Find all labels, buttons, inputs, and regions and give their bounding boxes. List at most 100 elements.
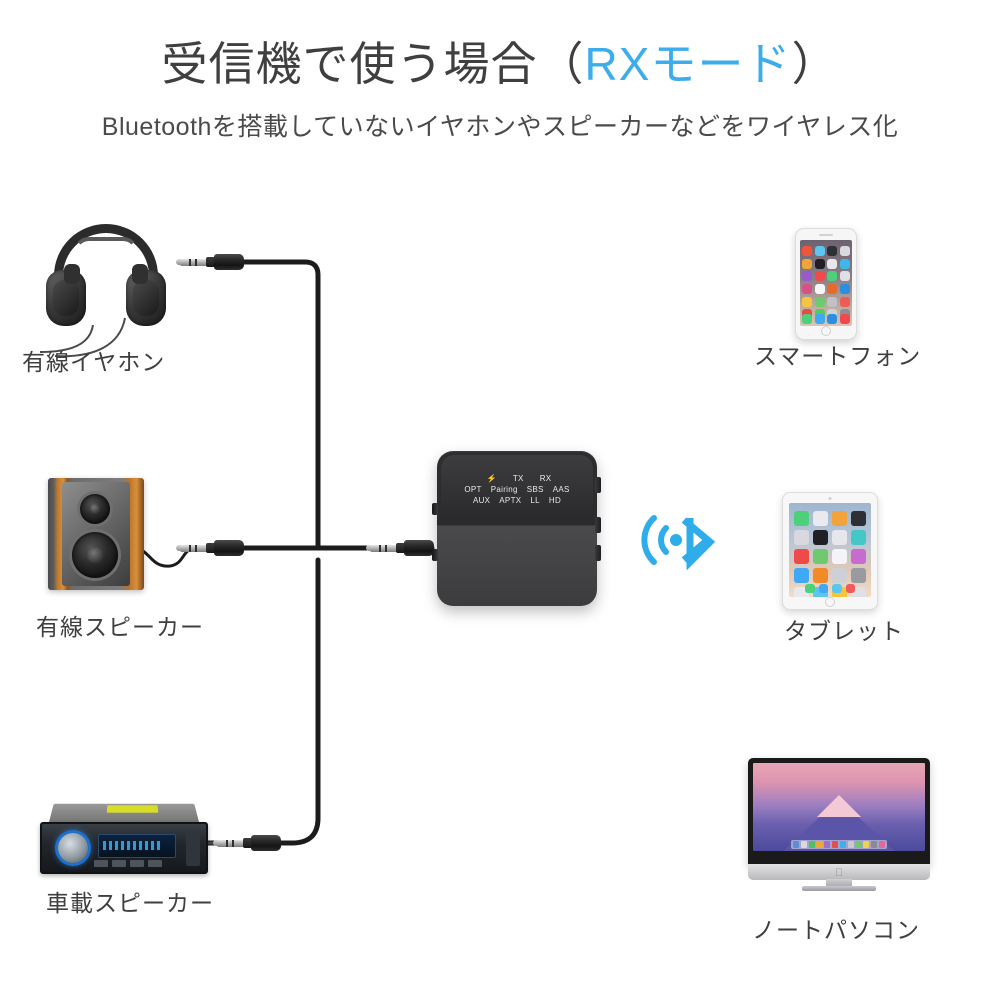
device-label-panel: ⚡ TX RX OPT Pairing SBS AAS AUX APTX LL … — [437, 473, 597, 506]
tablet-image — [782, 492, 878, 610]
jack-pin — [180, 544, 208, 552]
device-label-rx: RX — [539, 474, 552, 483]
app-icon — [794, 568, 809, 583]
caption-wired-headphones: 有線イヤホン — [22, 349, 166, 375]
bluetooth-wave-dot — [670, 534, 682, 546]
jack-tip — [213, 840, 219, 846]
jack-neck — [396, 543, 406, 553]
headphone-headband — [54, 224, 158, 298]
jack-pin — [370, 544, 398, 552]
car-stereo-image — [40, 800, 208, 874]
app-icon — [827, 246, 838, 257]
title-accent-text: RXモード — [584, 38, 792, 90]
car-stereo-faceplate — [40, 822, 208, 874]
speaker-cabinet — [48, 478, 144, 590]
bluetooth-broadcast-icon — [641, 515, 716, 571]
dock-app-icon — [793, 841, 800, 848]
device-side-button-3[interactable] — [595, 545, 601, 561]
app-icon — [827, 296, 838, 307]
bluetooth-receiver-device: ⚡ TX RX OPT Pairing SBS AAS AUX APTX LL … — [432, 451, 601, 606]
device-label-sbs: SBS — [526, 485, 544, 494]
page-title: 受信機で使う場合（RXモード） — [0, 0, 1000, 91]
device-label-aas: AAS — [552, 485, 570, 494]
app-icon — [827, 283, 838, 294]
app-icon — [839, 283, 850, 294]
jack-barrel — [214, 254, 244, 270]
jack-pin — [217, 839, 245, 847]
dock-app-icon — [824, 841, 831, 848]
mount-fuji-snowcap — [817, 795, 861, 817]
device-side-button-1[interactable] — [595, 477, 601, 493]
smartphone-earpiece — [819, 234, 833, 236]
app-icon — [839, 296, 850, 307]
app-icon — [802, 271, 813, 282]
dock-app-icon — [878, 841, 886, 848]
car-stereo-button — [112, 860, 126, 867]
device-port-2 — [432, 549, 438, 561]
app-icon — [802, 283, 813, 294]
dock-app-icon — [827, 313, 838, 324]
tablet-camera — [828, 497, 832, 500]
car-stereo-jack-plug — [205, 835, 281, 851]
app-icon — [794, 549, 809, 564]
app-icon — [802, 246, 813, 257]
headphone-slider-left — [64, 264, 80, 284]
jack-ring-1 — [231, 839, 234, 847]
device-label-opt: OPT — [464, 485, 482, 494]
headphone-jack-plug — [168, 254, 244, 270]
jack-pin — [180, 258, 208, 266]
jack-neck — [206, 543, 216, 553]
computer-screen-bezel — [748, 758, 930, 866]
device-label-ll: LL — [530, 496, 540, 505]
smartphone-home-button — [821, 326, 831, 336]
app-icon — [813, 511, 828, 526]
device-gloss-highlight — [441, 455, 593, 515]
jack-ring-2 — [378, 544, 381, 552]
app-icon — [832, 568, 847, 583]
device-label-tx: TX — [512, 474, 524, 483]
computer-stand-neck — [826, 879, 852, 887]
app-icon — [814, 246, 825, 257]
app-icon — [813, 568, 828, 583]
jack-ring-1 — [194, 258, 197, 266]
car-stereo-volume-knob — [58, 833, 88, 863]
laptop-computer-image:  — [748, 758, 930, 891]
dock-app-icon — [832, 583, 842, 593]
device-label-row-2: OPT Pairing SBS AAS — [437, 484, 597, 495]
device-side-button-2[interactable] — [595, 517, 601, 533]
dock-app-icon — [839, 841, 847, 848]
device-label-aux: AUX — [472, 496, 491, 505]
wired-speaker-image — [48, 478, 144, 590]
tablet-body — [782, 492, 878, 610]
app-icon — [813, 530, 828, 545]
dock-app-icon — [800, 841, 808, 848]
app-icon — [827, 271, 838, 282]
speaker-jack-plug — [168, 540, 244, 556]
app-icon — [814, 271, 825, 282]
app-icon — [814, 296, 825, 307]
caption-wired-speaker: 有線スピーカー — [36, 614, 204, 640]
speaker-woofer — [72, 532, 118, 578]
computer-stand-foot — [802, 886, 876, 891]
headphone-earcup-left — [46, 270, 86, 326]
car-stereo-sticker — [106, 805, 159, 813]
app-icon — [802, 296, 813, 307]
app-icon — [794, 530, 809, 545]
app-icon — [839, 271, 850, 282]
app-icon — [794, 587, 809, 597]
device-label-row-3: AUX APTX LL HD — [437, 495, 597, 506]
smartphone-dock — [802, 313, 850, 324]
power-bolt-icon: ⚡ — [486, 474, 497, 483]
app-icon — [794, 511, 809, 526]
app-icon — [851, 530, 866, 545]
caption-smartphone: スマートフォン — [754, 343, 922, 369]
jack-ring-2 — [225, 839, 228, 847]
computer-dock — [791, 840, 887, 849]
smartphone-screen — [800, 240, 852, 326]
app-icon — [832, 549, 847, 564]
car-stereo-button — [148, 860, 162, 867]
caption-car-stereo: 車載スピーカー — [46, 890, 214, 916]
jack-ring-2 — [188, 544, 191, 552]
title-main-text: 受信機で使う場合 — [161, 38, 538, 90]
dock-app-icon — [831, 841, 839, 848]
